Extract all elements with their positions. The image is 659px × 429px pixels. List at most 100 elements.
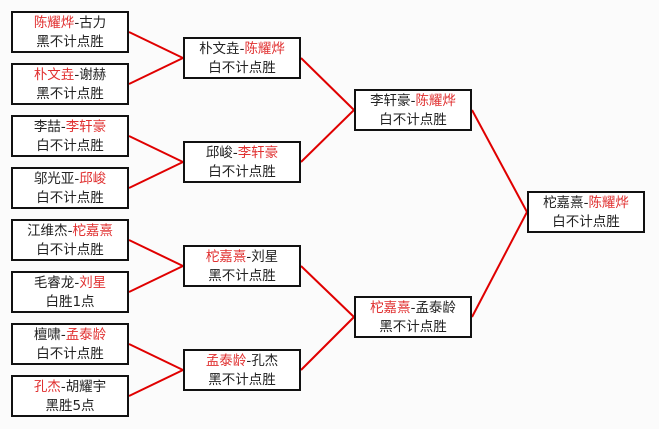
separator: - (74, 15, 80, 31)
player-1: 檀啸 (33, 327, 61, 343)
connector-line (471, 211, 528, 318)
match-box: 孔杰-胡耀宇黑胜5点 (11, 375, 129, 417)
player-2: 谢赫 (79, 67, 107, 83)
match-players: 朴文垚-谢赫 (13, 66, 127, 85)
connector-line (471, 109, 528, 213)
player-1: 江维杰 (27, 223, 68, 239)
match-players: 邱峻-李轩豪 (185, 144, 299, 163)
match-box: 李轩豪-陈耀烨白不计点胜 (354, 89, 472, 131)
match-result: 白不计点胜 (208, 60, 276, 76)
separator: - (67, 223, 73, 239)
match-box: 檀啸-孟泰龄白不计点胜 (11, 323, 129, 365)
match-players: 柁嘉熹-陈耀烨 (529, 194, 643, 213)
connector-line (300, 57, 355, 111)
match-players: 李轩豪-陈耀烨 (356, 92, 470, 111)
player-2: 刘星 (251, 249, 279, 265)
player-2: 陈耀烨 (588, 195, 629, 211)
match-box: 柁嘉熹-刘星黑不计点胜 (183, 245, 301, 287)
match-box: 朴文垚-谢赫黑不计点胜 (11, 63, 129, 105)
separator: - (246, 249, 252, 265)
player-1: 邱峻 (205, 145, 233, 161)
player-2: 古力 (79, 15, 107, 31)
match-box: 江维杰-柁嘉熹白不计点胜 (11, 219, 129, 261)
connector-line (128, 265, 184, 293)
separator: - (60, 119, 66, 135)
player-1: 孔杰 (33, 379, 61, 395)
connector-line (128, 343, 184, 371)
match-players: 李喆-李轩豪 (13, 118, 127, 137)
connector-line (128, 31, 184, 59)
separator: - (232, 145, 238, 161)
player-2: 李轩豪 (65, 119, 107, 135)
match-result: 白不计点胜 (379, 112, 447, 128)
separator: - (60, 379, 66, 395)
match-box: 朴文垚-陈耀烨白不计点胜 (183, 37, 301, 79)
match-result: 黑不计点胜 (208, 372, 276, 388)
match-players: 邬光亚-邱峻 (13, 170, 127, 189)
player-2: 陈耀烨 (244, 41, 285, 57)
player-2: 柁嘉熹 (72, 223, 113, 239)
match-box: 柁嘉熹-孟泰龄黑不计点胜 (354, 296, 472, 338)
match-box: 柁嘉熹-陈耀烨白不计点胜 (527, 191, 645, 233)
player-1: 朴文垚 (33, 67, 75, 83)
connector-line (300, 265, 355, 318)
separator: - (410, 93, 416, 109)
match-players: 孟泰龄-孔杰 (185, 352, 299, 371)
separator: - (239, 41, 245, 57)
player-1: 柁嘉熹 (205, 249, 247, 265)
match-result: 白不计点胜 (36, 242, 104, 258)
player-1: 陈耀烨 (33, 15, 75, 31)
match-players: 朴文垚-陈耀烨 (185, 40, 299, 59)
match-result: 黑不计点胜 (36, 86, 104, 102)
player-1: 毛睿龙 (33, 275, 75, 291)
connector-line (300, 109, 355, 163)
match-result: 白胜1点 (45, 294, 95, 310)
separator: - (410, 300, 416, 316)
player-2: 孟泰龄 (65, 327, 107, 343)
connector-line (128, 161, 184, 189)
separator: - (60, 327, 66, 343)
player-1: 孟泰龄 (205, 353, 247, 369)
match-players: 孔杰-胡耀宇 (13, 378, 127, 397)
separator: - (74, 275, 80, 291)
match-players: 柁嘉熹-孟泰龄 (356, 299, 470, 318)
connector-line (128, 135, 184, 163)
player-2: 邱峻 (79, 171, 107, 187)
separator: - (74, 171, 80, 187)
match-players: 江维杰-柁嘉熹 (13, 222, 127, 241)
match-result: 白不计点胜 (36, 138, 104, 154)
match-result: 黑不计点胜 (208, 268, 276, 284)
match-players: 陈耀烨-古力 (13, 14, 127, 33)
connector-line (128, 369, 184, 397)
separator: - (74, 67, 80, 83)
player-2: 陈耀烨 (415, 93, 456, 109)
player-1: 李轩豪 (370, 93, 411, 109)
match-box: 邬光亚-邱峻白不计点胜 (11, 167, 129, 209)
player-2: 胡耀宇 (65, 379, 107, 395)
separator: - (583, 195, 589, 211)
player-2: 李轩豪 (237, 145, 279, 161)
match-players: 檀啸-孟泰龄 (13, 326, 127, 345)
match-result: 黑不计点胜 (379, 319, 447, 335)
match-result: 白不计点胜 (36, 190, 104, 206)
player-1: 邬光亚 (33, 171, 75, 187)
connector-line (300, 316, 355, 371)
match-result: 黑胜5点 (45, 398, 95, 414)
player-1: 朴文垚 (199, 41, 240, 57)
match-box: 孟泰龄-孔杰黑不计点胜 (183, 349, 301, 391)
match-result: 白不计点胜 (208, 164, 276, 180)
player-2: 孔杰 (251, 353, 279, 369)
match-players: 柁嘉熹-刘星 (185, 248, 299, 267)
connector-line (128, 239, 184, 267)
separator: - (246, 353, 252, 369)
player-2: 刘星 (79, 275, 107, 291)
match-result: 白不计点胜 (36, 346, 104, 362)
match-box: 李喆-李轩豪白不计点胜 (11, 115, 129, 157)
match-result: 白不计点胜 (552, 214, 620, 230)
match-box: 陈耀烨-古力黑不计点胜 (11, 11, 129, 53)
match-result: 黑不计点胜 (36, 34, 104, 50)
player-2: 孟泰龄 (415, 300, 456, 316)
player-1: 柁嘉熹 (543, 195, 584, 211)
